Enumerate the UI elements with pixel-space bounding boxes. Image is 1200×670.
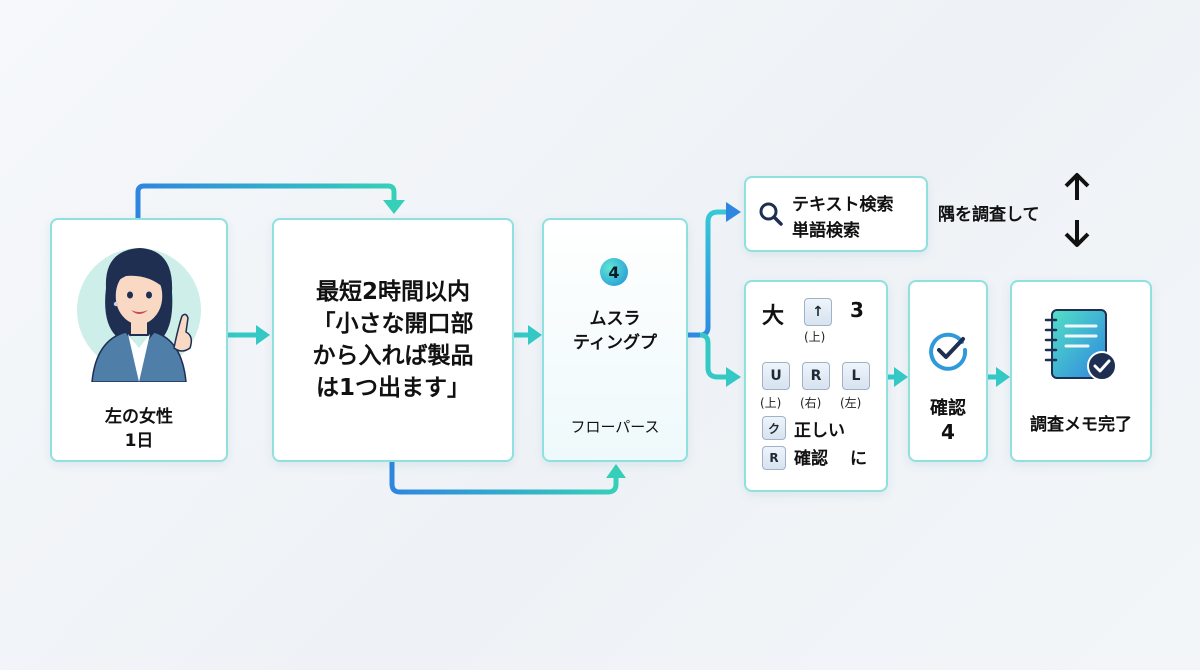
memo-label: 調査メモ完了 xyxy=(1030,415,1132,435)
arrow-bottom-arc xyxy=(389,459,619,495)
arrow-mid-keys xyxy=(699,332,728,380)
three-label: 3 xyxy=(850,298,864,322)
mid-line-2: ティングプ xyxy=(573,333,657,353)
person-node: 左の女性 1日 xyxy=(50,218,228,462)
main-line-2: 「小さな開口部 xyxy=(312,311,474,337)
notebook-check-icon xyxy=(1044,309,1117,381)
main-statement-node: 最短2時間以内 「小さな開口部 から入れば製品 は1つ出ます」 xyxy=(272,218,514,462)
search-icon xyxy=(759,202,783,226)
r-key-caption: (右) xyxy=(800,396,822,410)
woman-pointing-illustration xyxy=(77,248,201,382)
check-circle-icon xyxy=(929,332,968,371)
u-key: U xyxy=(762,362,790,390)
up-key-caption: (上) xyxy=(804,330,826,344)
r-small-key: R xyxy=(762,446,786,470)
main-line-1: 最短2時間以内 xyxy=(315,279,470,305)
person-label-1: 左の女性 xyxy=(105,407,173,427)
search-line-2: 単語検索 xyxy=(792,221,860,241)
arrowhead-top-arc xyxy=(383,200,405,214)
corner-investigate-label: 隅を調査して xyxy=(938,205,1040,225)
arrowhead-bottom-arc xyxy=(606,464,626,478)
down-arrow-icon xyxy=(1064,220,1090,247)
confirm-label: 確認 xyxy=(794,449,828,469)
confirm-node: 確認 4 xyxy=(908,280,988,462)
u-key-caption: (上) xyxy=(760,396,782,410)
arrowhead-main-mid xyxy=(528,325,542,345)
r-key: R xyxy=(802,362,830,390)
main-line-4: は1つ出ます」 xyxy=(315,375,470,401)
arrow-top-arc xyxy=(135,183,397,221)
up-arrow-icon xyxy=(1064,173,1090,200)
mid-line-1: ムスラ xyxy=(589,309,641,329)
correct-label: 正しい xyxy=(794,421,845,441)
step-badge: 4 xyxy=(600,258,628,286)
arrowhead-person-main xyxy=(256,325,270,345)
search-line-1: テキスト検索 xyxy=(792,195,894,215)
big-label: 大 xyxy=(762,304,785,329)
memo-node: 調査メモ完了 xyxy=(1010,280,1152,462)
arrowhead-keys-confirm xyxy=(894,367,908,387)
keys-node: 大 ↑ (上) 3 U R L (上) (右) (左) ク 正しい R 確認 に xyxy=(744,280,888,492)
l-key: L xyxy=(842,362,870,390)
search-node: テキスト検索 単語検索 xyxy=(744,176,928,252)
arrowhead-confirm-memo xyxy=(996,367,1010,387)
arrowhead-mid-keys xyxy=(726,367,741,387)
confirm-line-2: 4 xyxy=(941,420,955,444)
arrow-mid-search xyxy=(688,209,728,338)
mid-bottom-label: フローパース xyxy=(570,418,660,436)
main-line-3: から入れば製品 xyxy=(312,343,474,369)
arrowhead-mid-search xyxy=(726,202,741,222)
ni-label: に xyxy=(850,449,867,469)
mid-node: 4 ムスラ ティングプ フローパース xyxy=(542,218,688,462)
confirm-line-1: 確認 xyxy=(930,398,966,419)
person-label-2: 1日 xyxy=(124,431,154,451)
l-key-caption: (左) xyxy=(840,396,862,410)
k-key: ク xyxy=(762,416,786,440)
up-arrow-key: ↑ xyxy=(804,298,832,326)
